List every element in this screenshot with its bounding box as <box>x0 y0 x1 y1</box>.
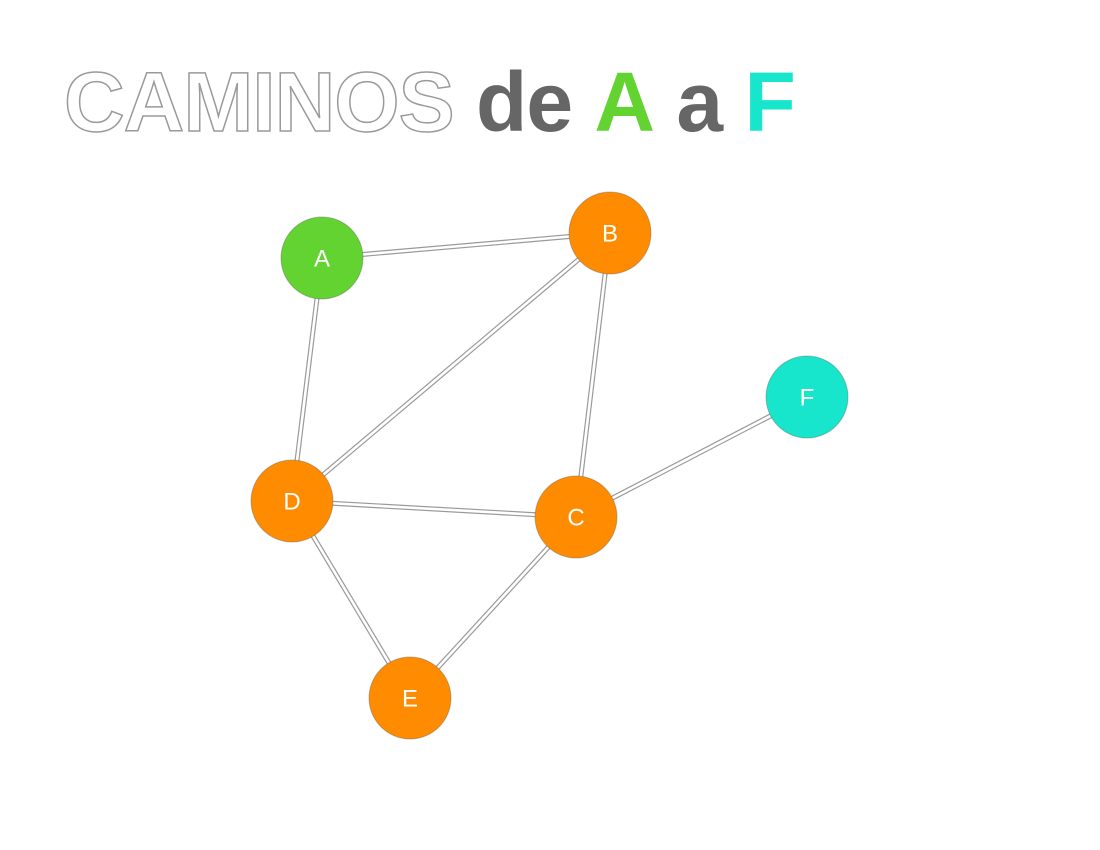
title-word-de: de <box>476 55 573 149</box>
node-c: C <box>534 475 618 559</box>
title-word-end-node: F <box>744 55 795 149</box>
graph-nodes: A B F D C E <box>250 191 849 740</box>
edge-d-c <box>291 498 577 520</box>
title-word-a: a <box>676 55 723 149</box>
title-word-caminos: CAMINOS <box>63 54 455 150</box>
edge-b-c <box>573 232 613 518</box>
node-f: F <box>765 355 849 439</box>
node-label: F <box>800 385 815 412</box>
edge-b-d <box>290 231 612 503</box>
node-b: B <box>568 191 652 275</box>
node-e: E <box>368 656 452 740</box>
node-label: E <box>402 686 418 713</box>
page-title: CAMINOS de A a F <box>63 52 796 152</box>
node-a: A <box>280 216 364 300</box>
node-label: D <box>283 489 300 516</box>
node-label: C <box>567 505 584 532</box>
edge-c-f <box>574 394 809 520</box>
node-label: A <box>314 246 330 273</box>
title-word-start-node: A <box>594 55 655 149</box>
node-d: D <box>250 459 334 543</box>
graph-edges <box>289 230 809 700</box>
edge-a-b <box>321 230 611 261</box>
node-label: B <box>602 221 618 248</box>
